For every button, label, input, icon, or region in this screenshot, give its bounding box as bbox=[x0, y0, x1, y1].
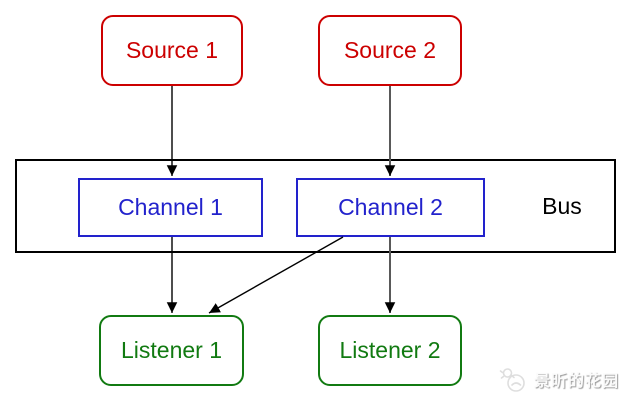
node-channel-2-label: Channel 2 bbox=[338, 194, 443, 220]
watermark-text: 景昕的花园 bbox=[534, 373, 620, 390]
node-listener-1: Listener 1 bbox=[99, 315, 244, 386]
node-listener-2: Listener 2 bbox=[318, 315, 462, 386]
node-channel-1-label: Channel 1 bbox=[118, 194, 223, 220]
node-listener-2-label: Listener 2 bbox=[339, 337, 441, 363]
node-channel-1: Channel 1 bbox=[78, 178, 263, 237]
node-source-1: Source 1 bbox=[101, 15, 243, 86]
node-listener-1-label: Listener 1 bbox=[120, 337, 222, 363]
node-source-2-label: Source 2 bbox=[343, 37, 437, 63]
node-channel-2: Channel 2 bbox=[296, 178, 485, 237]
bus-label: Bus bbox=[542, 192, 582, 219]
node-source-2: Source 2 bbox=[318, 15, 462, 86]
node-source-1-label: Source 1 bbox=[125, 37, 219, 63]
watermark: 景昕的花园 bbox=[499, 360, 619, 398]
garden-logo-icon bbox=[499, 368, 525, 392]
